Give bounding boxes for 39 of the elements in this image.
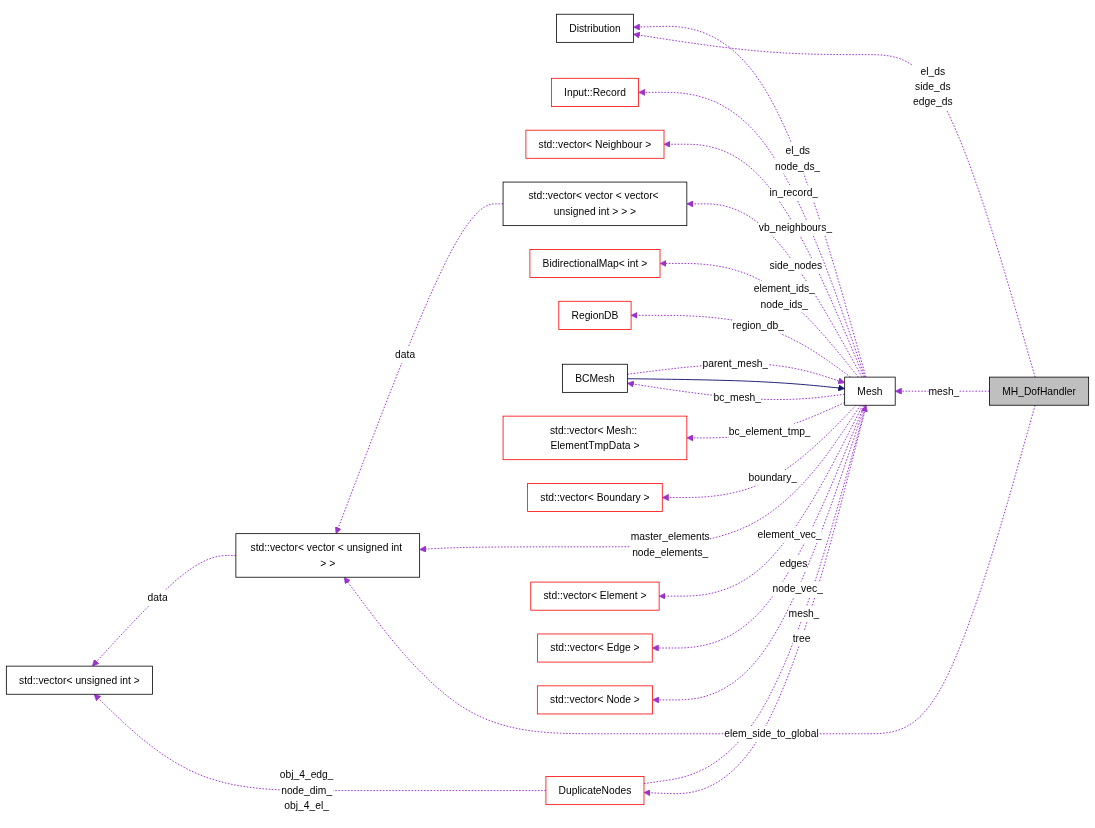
edge-label: vb_neighbours_ [758,221,833,234]
node-box: std::vector< Neighbour > [525,129,665,159]
edge-label: boundary_ [748,471,798,484]
edge-label: el_ds side_ds edge_ds [913,65,953,108]
node-box: Input::Record [550,77,639,107]
node-box: RegionDB [558,300,632,330]
edge-label: in_record_ [769,186,819,199]
node-box: std::vector< vector < unsigned int > > [235,533,421,578]
edge-label: mesh_ [788,607,820,620]
node-box: std::vector< Mesh:: ElementTmpData > [502,415,688,461]
edge-label: master_elements node_elements_ [630,530,710,559]
node-box: DuplicateNodes [545,776,645,806]
edge-label: mesh_ [928,385,960,397]
node-box: std::vector< Node > [536,685,653,715]
node-box: Distribution [556,13,634,43]
node-box: std::vector< Element > [530,581,660,611]
node-box: std::vector< vector < vector< unsigned int > > > [502,181,688,227]
edge-label: region_db_ [732,319,785,332]
edge-label: parent_mesh_ [702,357,769,370]
node-box: BCMesh [562,363,628,393]
edge-label: element_vec_ [757,528,822,541]
edge-label: edges [779,557,808,570]
edge-label: tree [792,632,811,645]
edge-label: data [395,348,416,361]
edge-label: obj_4_edg_ node_dim_ obj_4_el_ [279,768,334,812]
edge-label: bc_element_tmp_ [728,425,811,437]
node-box: MH_DofHandler [989,376,1090,406]
edge-label: element_ids_ node_ids_ [753,282,815,310]
node-box: BidirectionalMap< int > [529,249,661,278]
edge-label: node_vec_ [772,582,823,595]
edge-label: bc_mesh_ [713,391,762,404]
edge-label: data [147,591,168,604]
edge-label: elem_side_to_global [724,727,819,740]
edge-label: el_ds node_ds_ [775,144,821,172]
node-box: std::vector< Edge > [537,633,653,663]
node-box: std::vector< unsigned int > [5,665,153,695]
edge-label: side_nodes [769,259,823,272]
node-box: Mesh [844,376,896,406]
node-box: std::vector< Boundary > [527,483,663,512]
